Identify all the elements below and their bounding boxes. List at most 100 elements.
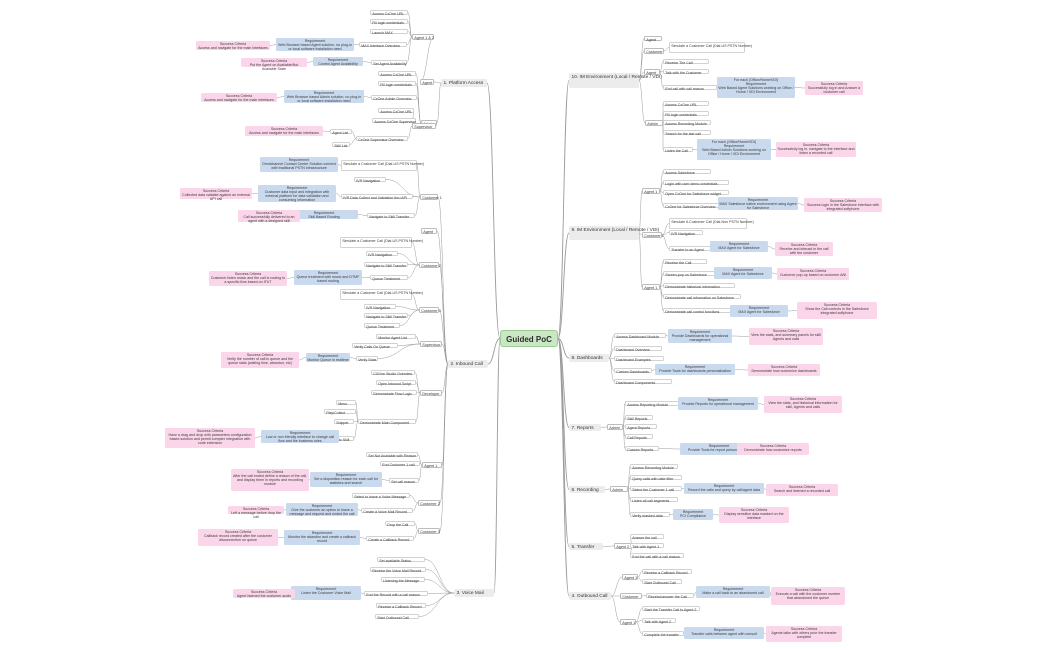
leaf-topic-w3[interactable]: Select the Customer 1 call	[630, 486, 682, 492]
leaf-topic-t5[interactable]: Demonstrate call control functions	[663, 308, 737, 314]
branch-topic-n_admin[interactable]: Admin	[645, 120, 663, 126]
requirement-node-r10[interactable]: Requirement Set a disposition reason for…	[310, 472, 382, 487]
leaf-topic-n1[interactable]: Simulate a Customer Call (Dial-US PSTN N…	[669, 42, 752, 53]
success-criteria-node-s26[interactable]: Success Criteria Execute a call with the…	[771, 587, 845, 605]
leaf-topic-o4[interactable]: Search for the last call	[663, 130, 711, 136]
main-topic-l10[interactable]: 10. IM Environment (Local / Remote / VDI…	[569, 73, 662, 88]
leaf-topic-u4[interactable]: Custom Dashboards	[614, 368, 652, 374]
requirement-node-r3[interactable]: Requirement Web Browser based Admin solu…	[284, 90, 364, 103]
requirement-node-r16[interactable]: Requirement MAX Salesforce native enviro…	[718, 197, 798, 210]
leaf-topic-w2[interactable]: Query calls with date filter	[630, 475, 682, 481]
main-topic-l3[interactable]: 3. Voice Mail	[454, 589, 494, 597]
success-criteria-node-s10[interactable]: Success Criteria After the call ended de…	[231, 469, 309, 491]
branch-topic-l2_dev[interactable]: Developer	[420, 390, 442, 396]
leaf-topic-i2[interactable]: End Customer 1 call	[380, 461, 420, 467]
leaf-topic-m2[interactable]: Receive the Voice Mail Record	[370, 567, 426, 573]
branch-topic-l2_c3b[interactable]: Customer 3	[418, 528, 440, 534]
leaf-topic-b2[interactable]: Fill login credentials	[378, 81, 416, 87]
leaf-topic-t2[interactable]: Screen-pop on Salesforce	[663, 271, 715, 277]
branch-topic-y_agent[interactable]: Agent 1	[622, 574, 638, 580]
leaf-topic-k2[interactable]: Create a Callback Record	[366, 536, 414, 542]
leaf-topic-c5[interactable]: CxOne Supervisor Overview	[356, 136, 408, 142]
requirement-node-r27[interactable]: Requirement Transfer calls between agent…	[684, 627, 764, 639]
leaf-topic-m4[interactable]: End the Record with a call reason	[364, 591, 428, 597]
leaf-topic-t4[interactable]: Demonstrate call information on Salesfor…	[663, 294, 741, 300]
leaf-topic-b3[interactable]: CxOne Admin Overview	[371, 95, 417, 101]
success-criteria-node-s21[interactable]: Success Criteria Demonstrate how customi…	[748, 364, 820, 376]
requirement-node-r8[interactable]: Requirement Monitor Queue in realtime	[306, 353, 350, 362]
leaf-topic-p1[interactable]: Access Salesforce	[663, 169, 711, 175]
leaf-topic-g4[interactable]: Verify Stats	[356, 356, 378, 362]
success-criteria-node-s27[interactable]: Success Criteria Agents talks with other…	[766, 626, 842, 642]
leaf-topic-e1[interactable]: Simulate a Customer Call (Dial-US PSTN N…	[340, 237, 423, 248]
leaf-topic-o5[interactable]: Listen the Call	[663, 147, 693, 153]
branch-topic-l2_c2b[interactable]: Customer 2	[418, 500, 440, 506]
leaf-topic-h1[interactable]: CXOne Studio Overview	[371, 370, 415, 376]
success-criteria-node-s20[interactable]: Success Criteria View the stats, and sum…	[749, 328, 823, 345]
leaf-topic-h4[interactable]: Demonstrate Main Component	[358, 419, 416, 425]
leaf-topic-g2[interactable]: Monitor Agent List	[376, 334, 416, 340]
success-criteria-node-s8[interactable]: Success Criteria Verify the number of ca…	[221, 352, 299, 368]
leaf-topic-u2[interactable]: Dashboard Overview	[614, 346, 662, 352]
leaf-topic-m6[interactable]: Start Outbound Call	[375, 614, 419, 620]
leaf-topic-a5[interactable]: Set Agent Availability	[371, 60, 407, 66]
requirement-node-r26[interactable]: Requirement Make a call back to an aband…	[696, 586, 770, 598]
requirement-node-r18[interactable]: Requirement MAX Agent for Salesforce	[714, 267, 772, 279]
requirement-node-r13[interactable]: Requirement Listen the Customer Voice Ma…	[291, 586, 361, 600]
leaf-topic-m1[interactable]: Set available Status	[377, 557, 425, 563]
success-criteria-node-s14[interactable]: Success Criteria Successfully log in and…	[805, 81, 863, 95]
leaf-topic-j1[interactable]: Select to leave a Voice Message	[352, 493, 410, 499]
success-criteria-node-s18[interactable]: Success Criteria Customer pop-up based o…	[777, 268, 849, 280]
branch-topic-l2_sup[interactable]: Supervisor	[420, 341, 442, 347]
leaf-topic-y3[interactable]: Receive/answer the Call	[646, 593, 694, 599]
requirement-node-r12[interactable]: Requirement Monitor the abandon and crea…	[284, 530, 360, 545]
leaf-topic-f1[interactable]: Simulate a Customer Call (Dial-US PSTN N…	[340, 289, 423, 300]
requirement-node-r9[interactable]: Requirement Low or non friendly interfac…	[261, 430, 339, 443]
branch-topic-n_cust[interactable]: Customer	[644, 48, 664, 54]
leaf-topic-q1[interactable]: Simulate A Customer Call (Dial-Non PSTN …	[669, 218, 754, 229]
requirement-node-r17[interactable]: Requirement MAX Agent for Salesforce	[710, 241, 768, 252]
leaf-topic-f3[interactable]: Navigate to Skill Transfer	[364, 313, 408, 319]
leaf-topic-x3[interactable]: End the call with a call reason	[630, 553, 684, 559]
leaf-topic-v1[interactable]: Access Reporting Module	[625, 401, 681, 407]
requirement-node-r7[interactable]: Requirement Queue treatment with music a…	[294, 270, 362, 285]
leaf-topic-e2[interactable]: IVR Navigation	[366, 251, 398, 257]
leaf-topic-b1[interactable]: Access CxOne URL	[378, 71, 416, 77]
leaf-topic-h6[interactable]: Play/Collect	[324, 409, 356, 415]
main-topic-l2[interactable]: 2. Inbound Call	[448, 360, 488, 368]
leaf-topic-a2[interactable]: Fill login credentials	[370, 19, 408, 25]
leaf-topic-q2[interactable]: IVR Navigation	[669, 230, 703, 236]
requirement-node-r11[interactable]: Requirement Give the customer an option …	[286, 503, 358, 516]
requirement-node-r22[interactable]: Requirement Provide Reports for operatio…	[678, 397, 758, 410]
leaf-topic-n2[interactable]: Receive The Call	[663, 59, 709, 65]
leaf-topic-k1[interactable]: Drop the Call	[385, 521, 415, 527]
requirement-node-r5[interactable]: Requirement Customer data input and inte…	[258, 185, 336, 202]
leaf-topic-n3[interactable]: Talk with the Customer	[663, 69, 709, 75]
branch-topic-y_agent2[interactable]: Agent 1	[620, 619, 636, 625]
branch-topic-l2_cust2[interactable]: Customer 2	[419, 262, 441, 268]
leaf-topic-e4[interactable]: Queue Treatment	[370, 275, 408, 281]
leaf-topic-w4[interactable]: Listen all call segments	[630, 497, 678, 503]
success-criteria-node-s17[interactable]: Success Criteria Receive and interact in…	[775, 242, 833, 256]
requirement-node-r1[interactable]: Requirement Web Browser based Agent solu…	[276, 38, 354, 51]
success-criteria-node-s16[interactable]: Success Criteria Success login in the Sa…	[804, 198, 882, 212]
leaf-topic-o2[interactable]: Fill login credentials	[663, 111, 709, 117]
leaf-topic-i3[interactable]: Set call reason	[389, 478, 419, 484]
requirement-node-r25[interactable]: Requirement PCI Compliance	[673, 509, 713, 520]
leaf-topic-h2[interactable]: Open Inbound Script	[376, 380, 416, 386]
leaf-topic-v5[interactable]: Custom Reports	[625, 446, 659, 452]
branch-topic-l2_agent[interactable]: Agent	[421, 228, 437, 234]
requirement-node-r20[interactable]: Requirement Provide Dashboards for opera…	[668, 329, 732, 343]
leaf-topic-m5[interactable]: Receive a Callback Record	[376, 603, 426, 609]
success-criteria-node-s7[interactable]: Success Criteria Customer listen music a…	[209, 271, 287, 286]
branch-topic-l2_ag1[interactable]: Agent 1	[422, 462, 442, 468]
leaf-topic-c4[interactable]: Skill List	[332, 142, 350, 148]
branch-topic-w_admin[interactable]: Admin	[610, 486, 628, 492]
leaf-topic-o3[interactable]: Access Recording Module	[663, 120, 711, 126]
branch-topic-l1_sup[interactable]: Supervisor	[412, 123, 436, 129]
leaf-topic-d1[interactable]: Simulate a Customer Call (Dial-US PSTN N…	[341, 160, 424, 171]
leaf-topic-i1[interactable]: Set Not Available with Reason	[366, 452, 418, 458]
success-criteria-node-s24[interactable]: Success Criteria Search and listened a r…	[766, 484, 838, 496]
leaf-topic-y1[interactable]: Receive a Callback Record	[642, 569, 692, 575]
success-criteria-node-s11[interactable]: Success Criteria Left a message before d…	[228, 506, 284, 519]
